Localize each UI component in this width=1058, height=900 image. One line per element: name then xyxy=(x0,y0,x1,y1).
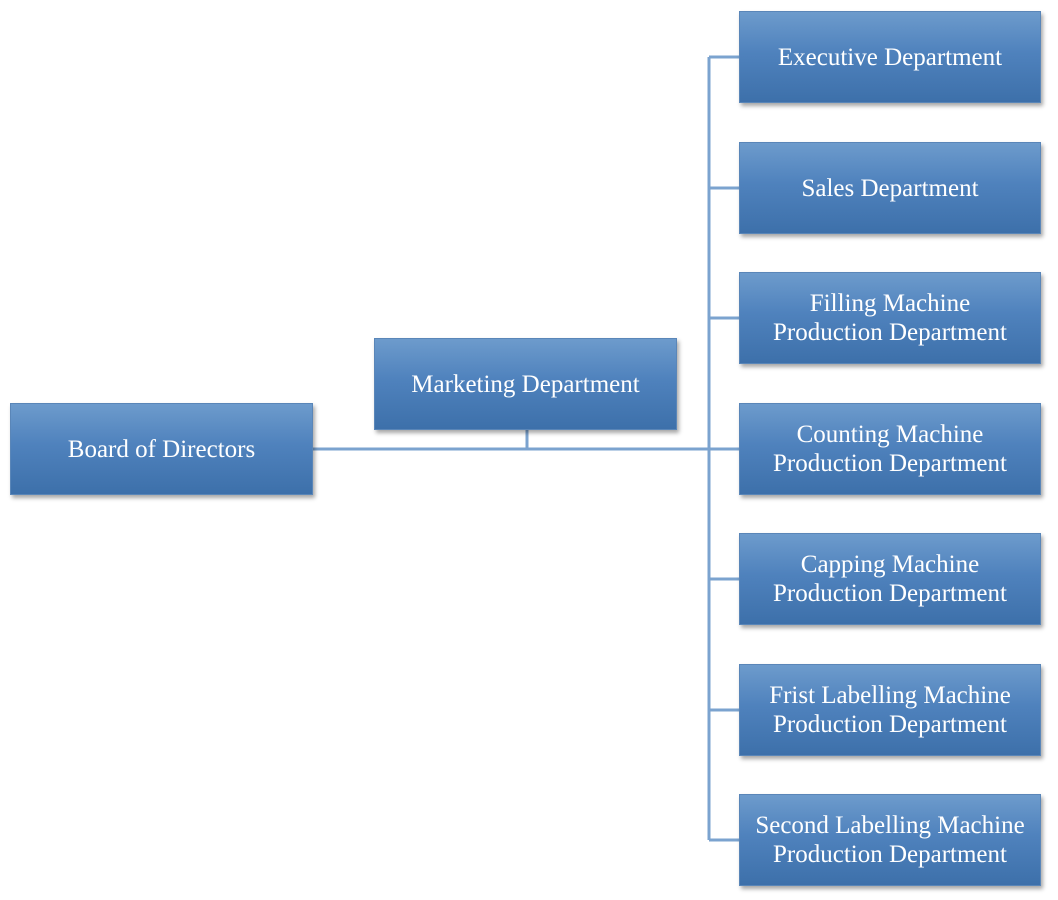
node-label: Filling Machine Production Department xyxy=(773,290,1007,346)
node-label: Executive Department xyxy=(777,43,1003,71)
node-board-of-directors: Board of Directors xyxy=(10,403,313,495)
node-label: Counting Machine Production Department xyxy=(773,421,1007,477)
node-marketing-department: Marketing Department xyxy=(374,338,677,430)
node-label: Second Labelling Machine Production Depa… xyxy=(755,812,1025,868)
node-label: Capping Machine Production Department xyxy=(773,551,1007,607)
node-second-labelling-machine-production-department: Second Labelling Machine Production Depa… xyxy=(739,794,1041,886)
node-label: Frist Labelling Machine Production Depar… xyxy=(769,682,1011,738)
node-label: Sales Department xyxy=(801,174,979,202)
node-capping-machine-production-department: Capping Machine Production Department xyxy=(739,533,1041,625)
node-counting-machine-production-department: Counting Machine Production Department xyxy=(739,403,1041,495)
node-label: Board of Directors xyxy=(67,435,256,463)
node-label: Marketing Department xyxy=(411,370,640,398)
node-executive-department: Executive Department xyxy=(739,11,1041,103)
node-filling-machine-production-department: Filling Machine Production Department xyxy=(739,272,1041,364)
node-first-labelling-machine-production-department: Frist Labelling Machine Production Depar… xyxy=(739,664,1041,756)
node-sales-department: Sales Department xyxy=(739,142,1041,234)
